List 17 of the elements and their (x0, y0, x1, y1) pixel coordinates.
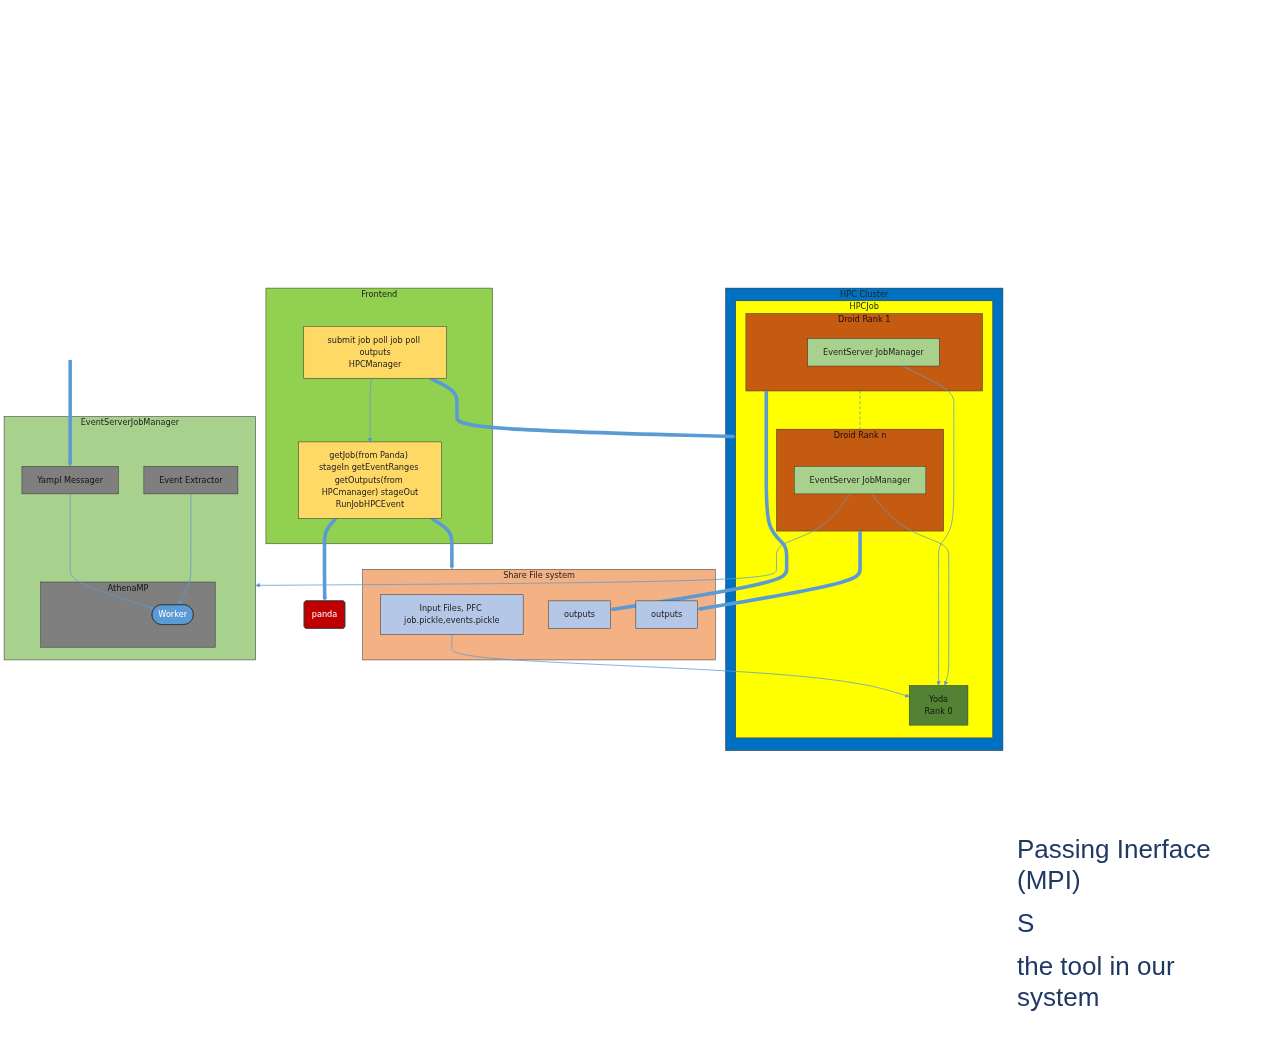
arrow (67, 360, 73, 467)
arrow (697, 531, 862, 612)
node-box: EventServer JobManager (807, 338, 940, 367)
node-box: outputs (635, 600, 698, 629)
arrow (610, 391, 789, 612)
node-box: Input Files, PFC job.pickle,events.pickle (380, 594, 524, 635)
node-box: Yoda Rank 0 (908, 685, 969, 726)
node-box: getJob(from Panda) stageIn getEventRanges getOutputs(from HPCmanager) stageOut RunJobHPCEvent (298, 441, 442, 519)
node-box: Yampl Messager (21, 466, 119, 495)
node-box: Event Extractor (143, 466, 239, 495)
slide-text: the tool in our system (1017, 951, 1176, 1013)
node-box: outputs (548, 600, 611, 629)
node-box: EventServer JobManager (794, 466, 927, 495)
slide-text: Passing Inerface (MPI) (1017, 834, 1212, 896)
arrow (322, 517, 338, 602)
slide-text: S (1017, 908, 1036, 939)
node-box: submit job poll job poll outputs HPCManager (303, 326, 447, 379)
